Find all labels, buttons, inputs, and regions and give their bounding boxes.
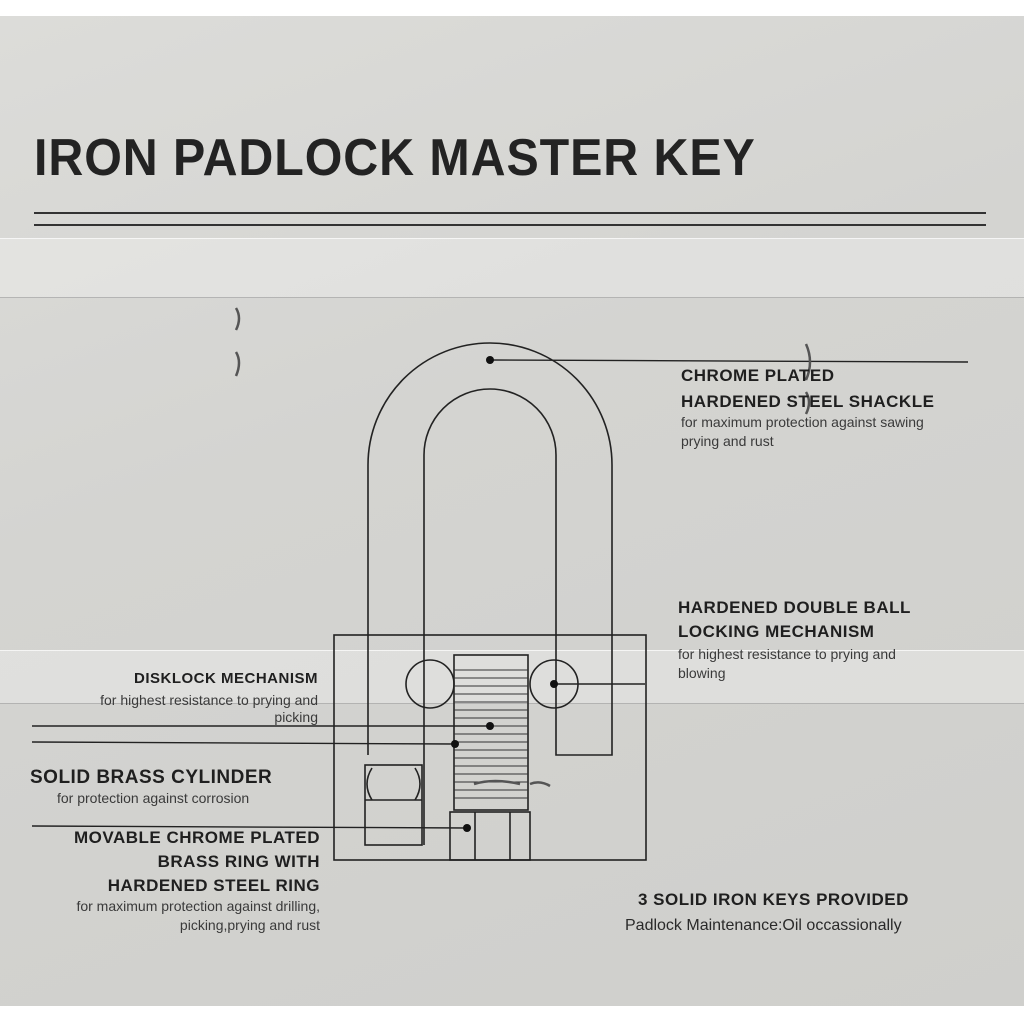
- tape-strip-top: [0, 238, 1024, 298]
- product-title: IRON PADLOCK MASTER KEY: [34, 129, 756, 187]
- leader-dot-shackle: [486, 356, 494, 364]
- brass-label: SOLID BRASS CYLINDER: [30, 767, 273, 788]
- leader-dot-balls: [550, 680, 558, 688]
- ring-label-line-3: HARDENED STEEL RING: [107, 876, 320, 895]
- brass-ring: [364, 764, 423, 846]
- brass-cylinder: [453, 654, 529, 811]
- staples: [234, 307, 812, 788]
- leader-dot-ring: [463, 824, 471, 832]
- ring-label-line-2: BRASS RING WITH: [157, 852, 320, 871]
- ring-desc-line-2: picking,prying and rust: [179, 917, 320, 933]
- lock-body: [333, 634, 647, 861]
- title-underline-2: [34, 224, 986, 226]
- ball-label-line-1: HARDENED DOUBLE BALL: [678, 598, 911, 617]
- shackle-desc-line-2: prying and rust: [681, 433, 774, 449]
- maintenance-note: Padlock Maintenance:Oil occassionally: [625, 917, 902, 934]
- shackle-label-line-2: HARDENED STEEL SHACKLE: [681, 392, 935, 411]
- shackle-label-line-1: CHROME PLATED: [681, 366, 835, 385]
- tape-strip-middle: [0, 650, 1024, 704]
- ball-desc-line-2: blowing: [678, 665, 726, 681]
- ring-label-line-1: MOVABLE CHROME PLATED: [74, 828, 320, 847]
- ball-label-line-2: LOCKING MECHANISM: [678, 622, 875, 641]
- disk-desc-line-1: for highest resistance to prying and: [100, 692, 318, 708]
- disk-desc-line-2: picking: [274, 709, 318, 725]
- packaging-panel: [0, 16, 1024, 1006]
- cylinder-hatching: [454, 669, 528, 799]
- shackle-desc-line-1: for maximum protection against sawing: [681, 414, 924, 430]
- ball-desc-line-1: for highest resistance to prying and: [678, 646, 896, 662]
- leader-dot-cylinder: [451, 740, 459, 748]
- brass-desc: for protection against corrosion: [57, 790, 250, 806]
- title-underline-1: [34, 212, 986, 214]
- leader-dot-disk: [486, 722, 494, 730]
- keys-provided-label: 3 SOLID IRON KEYS PROVIDED: [638, 890, 909, 909]
- disk-label: DISKLOCK MECHANISM: [134, 670, 318, 687]
- cylinder-base: [449, 811, 531, 861]
- ring-desc-line-1: for maximum protection against drilling,: [76, 898, 320, 914]
- shackle-outline: [367, 342, 613, 845]
- locking-ball-left: [405, 659, 455, 709]
- leader-lines: [31, 359, 969, 829]
